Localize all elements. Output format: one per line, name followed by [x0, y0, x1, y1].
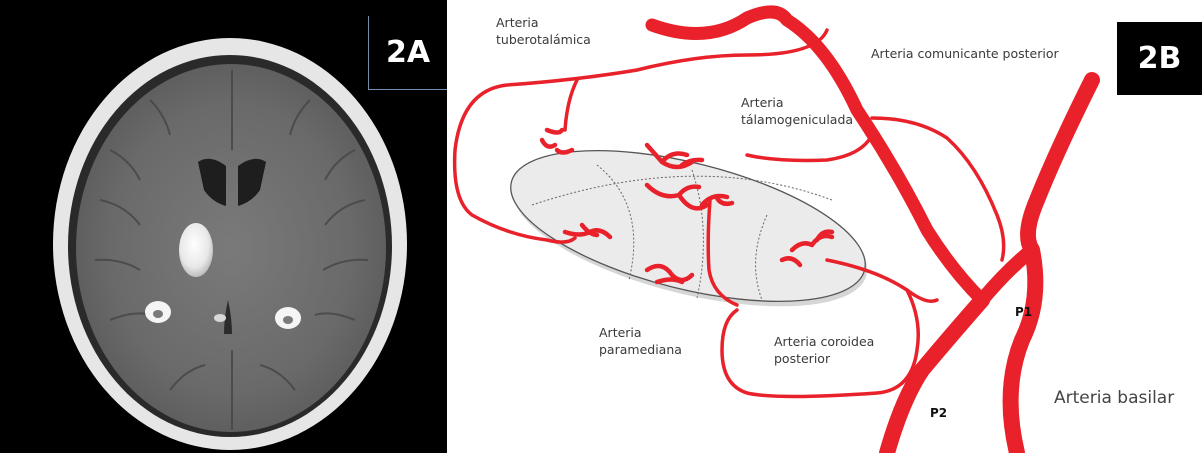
thalamus: [496, 121, 882, 336]
posterior-cerebral-artery-p1: [982, 250, 1032, 300]
panel-label-2a: 2A: [368, 16, 447, 90]
thalamic-hemorrhage: [179, 223, 213, 277]
panel-label-2b: 2B: [1117, 22, 1202, 95]
posterior-cerebral-artery-p2: [887, 300, 982, 453]
label-tuberotalamica: Arteria tuberotalámica: [496, 14, 591, 48]
label-p2: P2: [930, 406, 947, 420]
label-talamogeniculada: Arteria tálamogeniculada: [741, 94, 853, 128]
label-paramediana: Arteria paramediana: [599, 324, 682, 358]
label-p1: P1: [1015, 305, 1032, 319]
label-coroidea-posterior: Arteria coroidea posterior: [774, 333, 874, 367]
label-comunicante-posterior: Arteria comunicante posterior: [871, 45, 1059, 62]
arterial-diagram-panel: Arteria tuberotalámica Arteria comunican…: [447, 0, 1202, 453]
label-arteria-basilar: Arteria basilar: [1054, 388, 1174, 408]
ct-scan-panel: 2A: [0, 0, 447, 453]
arterial-diagram: [447, 0, 1202, 453]
